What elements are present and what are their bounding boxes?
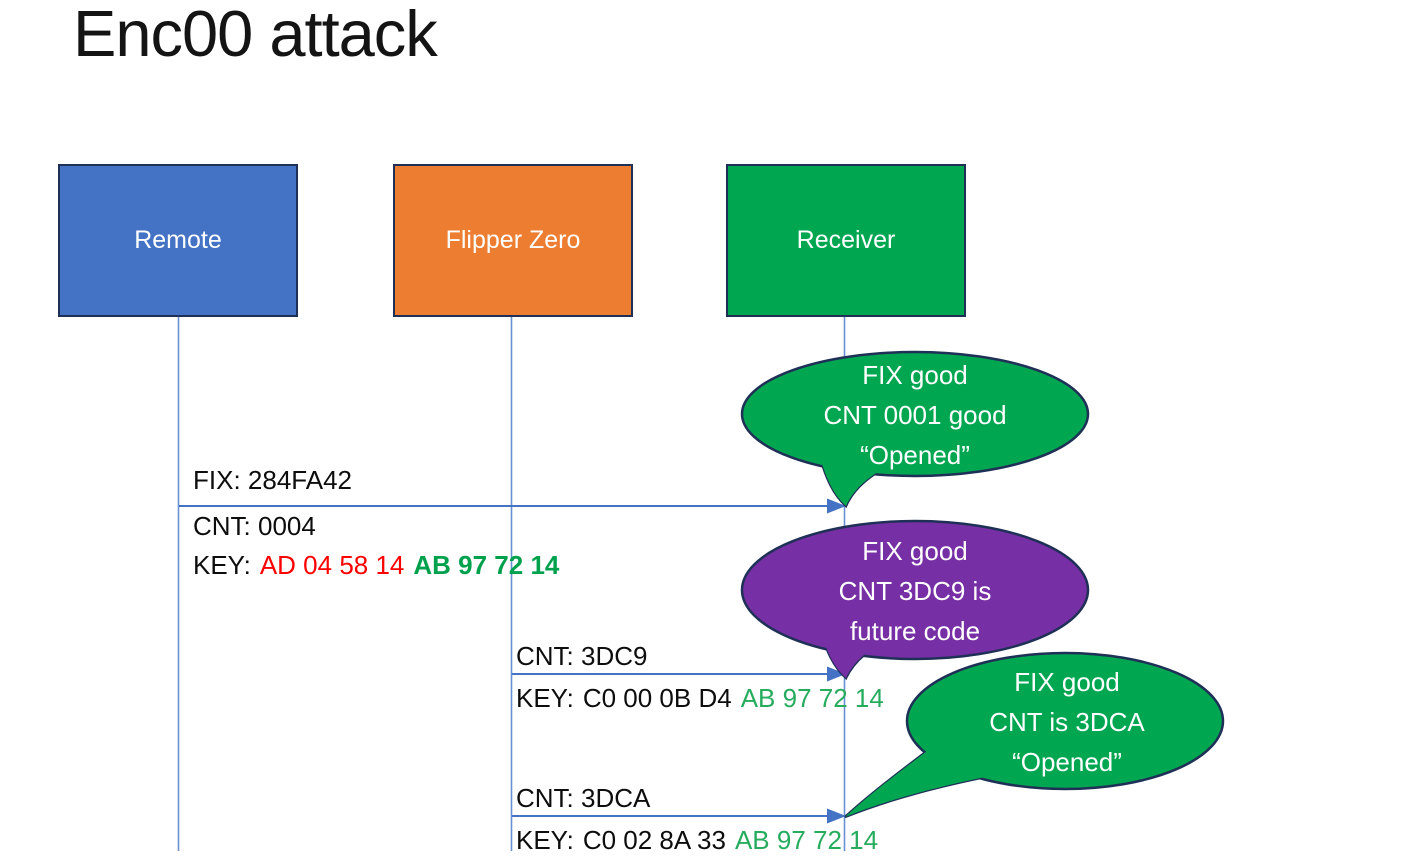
bubble-line: future code [849, 616, 981, 646]
bubble-line: CNT is 3DCA [989, 707, 1145, 737]
message2-cnt-label: CNT: 3DC9 [516, 637, 647, 676]
page-title: Enc00 attack [73, 0, 438, 70]
key-bytes-green: AB 97 72 14 [734, 825, 879, 855]
speech-bubble-3 [844, 651, 1225, 819]
speech-bubble-1-text: FIX good CNT 0001 good “Opened” [742, 352, 1088, 478]
message3-cnt-value: CNT: 3DCA [516, 783, 651, 813]
speech-bubble-tail-patch [818, 450, 900, 506]
message1-cnt: CNT: 0004 [193, 511, 316, 541]
actor-label-receiver: Receiver [796, 226, 896, 254]
bubble-line: CNT 0001 good [823, 400, 1007, 430]
message1-payload: CNT: 0004 KEY: AD 04 58 14 AB 97 72 14 [193, 507, 559, 585]
key-label: KEY: [516, 825, 574, 855]
actor-box-flipper-zero: Flipper Zero [393, 164, 633, 317]
message3-key-line: KEY: C0 02 8A 33 AB 97 72 14 [516, 821, 878, 859]
speech-bubble-2 [740, 519, 1090, 681]
speech-bubble-1 [740, 350, 1090, 509]
actor-box-remote: Remote [58, 164, 298, 317]
speech-bubble-tail-patch [845, 745, 995, 817]
message3-cnt-label: CNT: 3DCA [516, 779, 650, 818]
bubble-line: FIX good [1014, 667, 1120, 697]
speech-bubble-body [905, 651, 1225, 791]
speech-bubble-tail-patch [818, 622, 900, 678]
key-bytes-black: C0 00 0B D4 [582, 683, 732, 713]
message1-fix-value: FIX: 284FA42 [193, 465, 352, 495]
actor-box-receiver: Receiver [726, 164, 966, 317]
speech-bubble-body [740, 350, 1090, 478]
speech-bubble-2-text: FIX good CNT 3DC9 is future code [742, 521, 1088, 661]
message2-cnt-value: CNT: 3DC9 [516, 641, 648, 671]
message2-key-line: KEY: C0 00 0B D4 AB 97 72 14 [516, 679, 884, 718]
actor-label-remote: Remote [134, 226, 222, 254]
bubble-line: FIX good [862, 360, 968, 390]
actor-label-flipper-zero: Flipper Zero [445, 226, 581, 254]
key-label: KEY: [193, 550, 251, 580]
message1-key-line: KEY: AD 04 58 14 AB 97 72 14 [193, 546, 559, 585]
bubble-line: “Opened” [1012, 747, 1122, 777]
arrowhead-icon [827, 666, 846, 682]
key-bytes-red: AD 04 58 14 [259, 550, 405, 580]
bubble-line: “Opened” [860, 440, 970, 470]
arrowhead-icon [827, 498, 846, 514]
arrowhead-icon [827, 808, 846, 824]
bubble-line: CNT 3DC9 is [838, 576, 992, 606]
key-label: KEY: [516, 683, 574, 713]
key-bytes-green: AB 97 72 14 [740, 683, 884, 713]
speech-bubble-3-text: FIX good CNT is 3DCA “Opened” [908, 653, 1226, 791]
message1-fix-label: FIX: 284FA42 [193, 461, 352, 500]
key-bytes-black: C0 02 8A 33 [582, 825, 726, 855]
key-bytes-green: AB 97 72 14 [413, 550, 560, 580]
bubble-line: FIX good [862, 536, 968, 566]
